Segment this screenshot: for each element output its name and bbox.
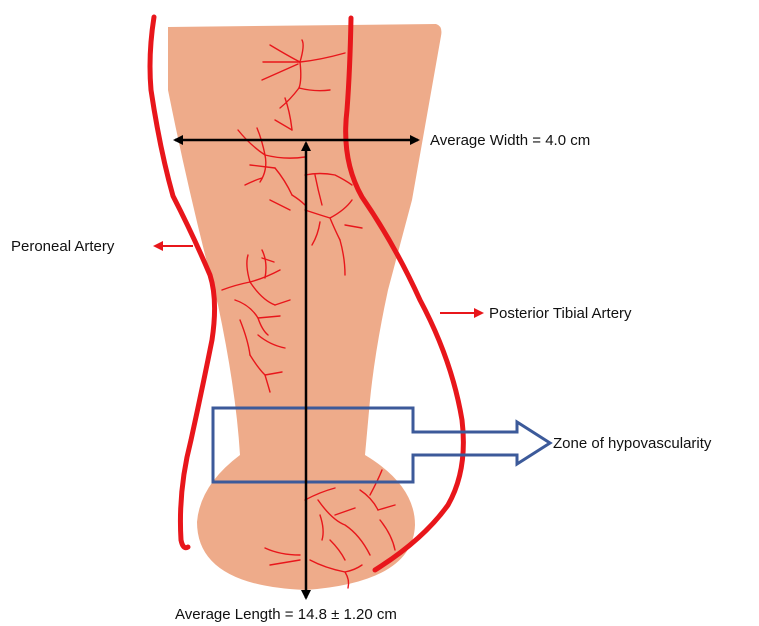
- zone-of-hypovascularity-label: Zone of hypovascularity: [553, 436, 711, 451]
- posterior-tibial-artery-label: Posterior Tibial Artery: [489, 306, 632, 321]
- tendon-shape: [168, 24, 441, 590]
- average-length-label: Average Length = 14.8 ± 1.20 cm: [175, 607, 397, 622]
- average-width-label: Average Width = 4.0 cm: [430, 133, 590, 148]
- peroneal-artery-label: Peroneal Artery: [11, 239, 114, 254]
